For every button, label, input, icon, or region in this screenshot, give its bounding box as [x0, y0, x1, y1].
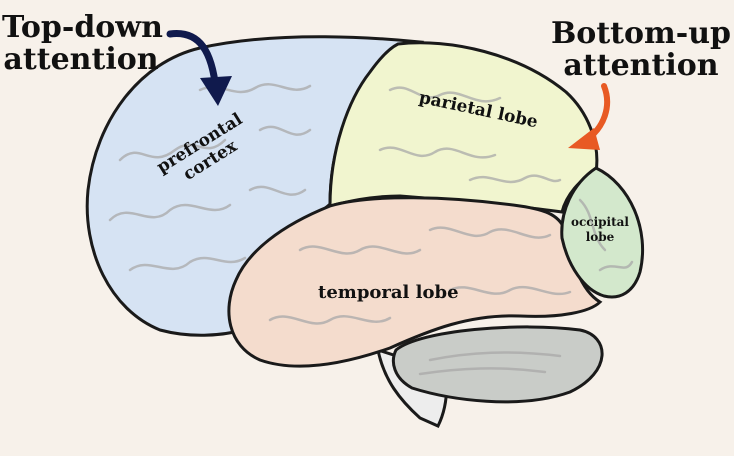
- cerebellum: [391, 325, 604, 404]
- top-down-arrow: [166, 30, 232, 106]
- occipital-lobe-label: occipital lobe: [560, 215, 640, 245]
- temporal-lobe-label: temporal lobe: [318, 282, 459, 303]
- bottom-up-line-1: Bottom-up: [550, 16, 732, 51]
- occipital-line-1: occipital: [570, 215, 629, 229]
- bottom-up-line-2: attention: [563, 48, 719, 83]
- top-down-attention-label: Top-down attention: [2, 10, 163, 77]
- top-down-line-1: Top-down: [2, 10, 163, 45]
- top-down-line-2: attention: [3, 42, 159, 77]
- occipital-line-2: lobe: [585, 230, 615, 244]
- occipital-region: [560, 166, 645, 299]
- bottom-up-arrow: [568, 83, 611, 150]
- bottom-up-attention-label: Bottom-up attention: [548, 18, 734, 82]
- gyri-texture: [108, 83, 634, 376]
